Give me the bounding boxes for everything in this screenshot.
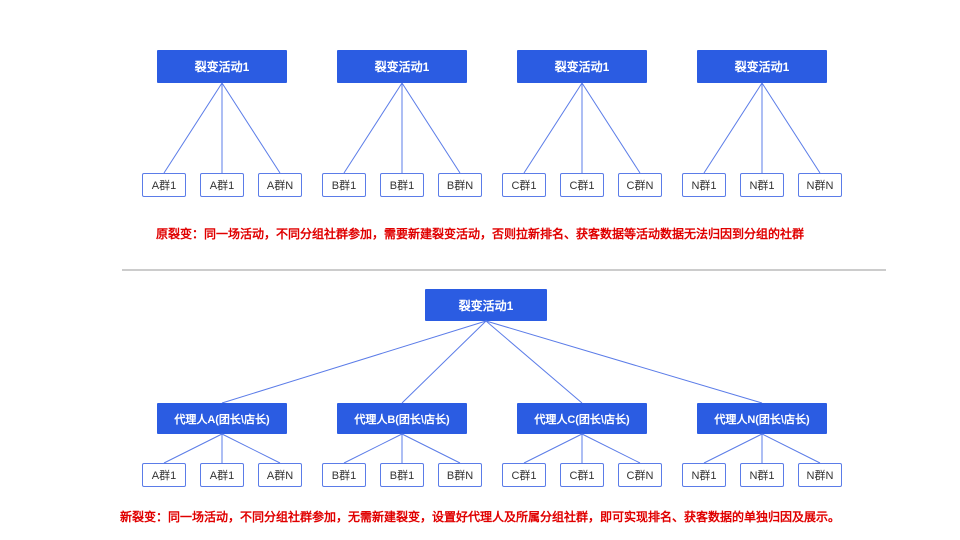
community-node: B群1: [380, 463, 424, 487]
agent-node: 代理人C(团长\店长): [517, 403, 647, 434]
new-fission-caption: 新裂变：同一场活动，不同分组社群参加，无需新建裂变，设置好代理人及所属分组社群，…: [119, 510, 840, 524]
connector-lines: [703, 82, 821, 174]
community-node: C群1: [560, 463, 604, 487]
community-node: C群1: [560, 173, 604, 197]
activity-node: 裂变活动1: [517, 50, 647, 83]
community-node: A群1: [200, 463, 244, 487]
community-node: N群1: [682, 173, 726, 197]
community-node: N群N: [798, 463, 842, 487]
community-node: B群1: [322, 173, 366, 197]
community-node: C群N: [618, 173, 662, 197]
connector-lines: [163, 82, 281, 174]
section-divider: [122, 269, 886, 271]
community-node: B群1: [380, 173, 424, 197]
connector-lines: [343, 433, 461, 464]
connector-lines: [163, 433, 281, 464]
community-node: B群N: [438, 463, 482, 487]
connector-lines: [343, 82, 461, 174]
old-fission-group-c: 裂变活动1 C群1 C群1 C群N: [502, 50, 662, 197]
community-node: C群N: [618, 463, 662, 487]
connector-lines: [523, 433, 641, 464]
community-node: C群1: [502, 463, 546, 487]
agent-node: 代理人B(团长\店长): [337, 403, 467, 434]
community-node: B群1: [322, 463, 366, 487]
new-fission-group-n: 代理人N(团长\店长) N群1 N群1 N群N: [682, 403, 842, 487]
community-node: A群1: [142, 173, 186, 197]
root-connector-lines: [221, 320, 763, 404]
activity-node: 裂变活动1: [157, 50, 287, 83]
community-node: A群1: [142, 463, 186, 487]
new-fission-group-a: 代理人A(团长\店长) A群1 A群1 A群N: [142, 403, 302, 487]
community-node: A群N: [258, 463, 302, 487]
connector-lines: [703, 433, 821, 464]
community-node: N群N: [798, 173, 842, 197]
connector-lines: [523, 82, 641, 174]
community-node: A群N: [258, 173, 302, 197]
community-node: N群1: [740, 173, 784, 197]
community-node: B群N: [438, 173, 482, 197]
new-fission-group-c: 代理人C(团长\店长) C群1 C群1 C群N: [502, 403, 662, 487]
activity-node: 裂变活动1: [337, 50, 467, 83]
activity-node: 裂变活动1: [697, 50, 827, 83]
agent-node: 代理人A(团长\店长): [157, 403, 287, 434]
community-node: N群1: [740, 463, 784, 487]
activity-root-node: 裂变活动1: [425, 289, 547, 321]
community-node: A群1: [200, 173, 244, 197]
old-fission-group-b: 裂变活动1 B群1 B群1 B群N: [322, 50, 482, 197]
old-fission-caption: 原裂变：同一场活动，不同分组社群参加，需要新建裂变活动，否则拉新排名、获客数据等…: [155, 227, 804, 241]
old-fission-group-a: 裂变活动1 A群1 A群1 A群N: [142, 50, 302, 197]
agent-node: 代理人N(团长\店长): [697, 403, 827, 434]
community-node: C群1: [502, 173, 546, 197]
community-node: N群1: [682, 463, 726, 487]
new-fission-group-b: 代理人B(团长\店长) B群1 B群1 B群N: [322, 403, 482, 487]
old-fission-group-n: 裂变活动1 N群1 N群1 N群N: [682, 50, 842, 197]
